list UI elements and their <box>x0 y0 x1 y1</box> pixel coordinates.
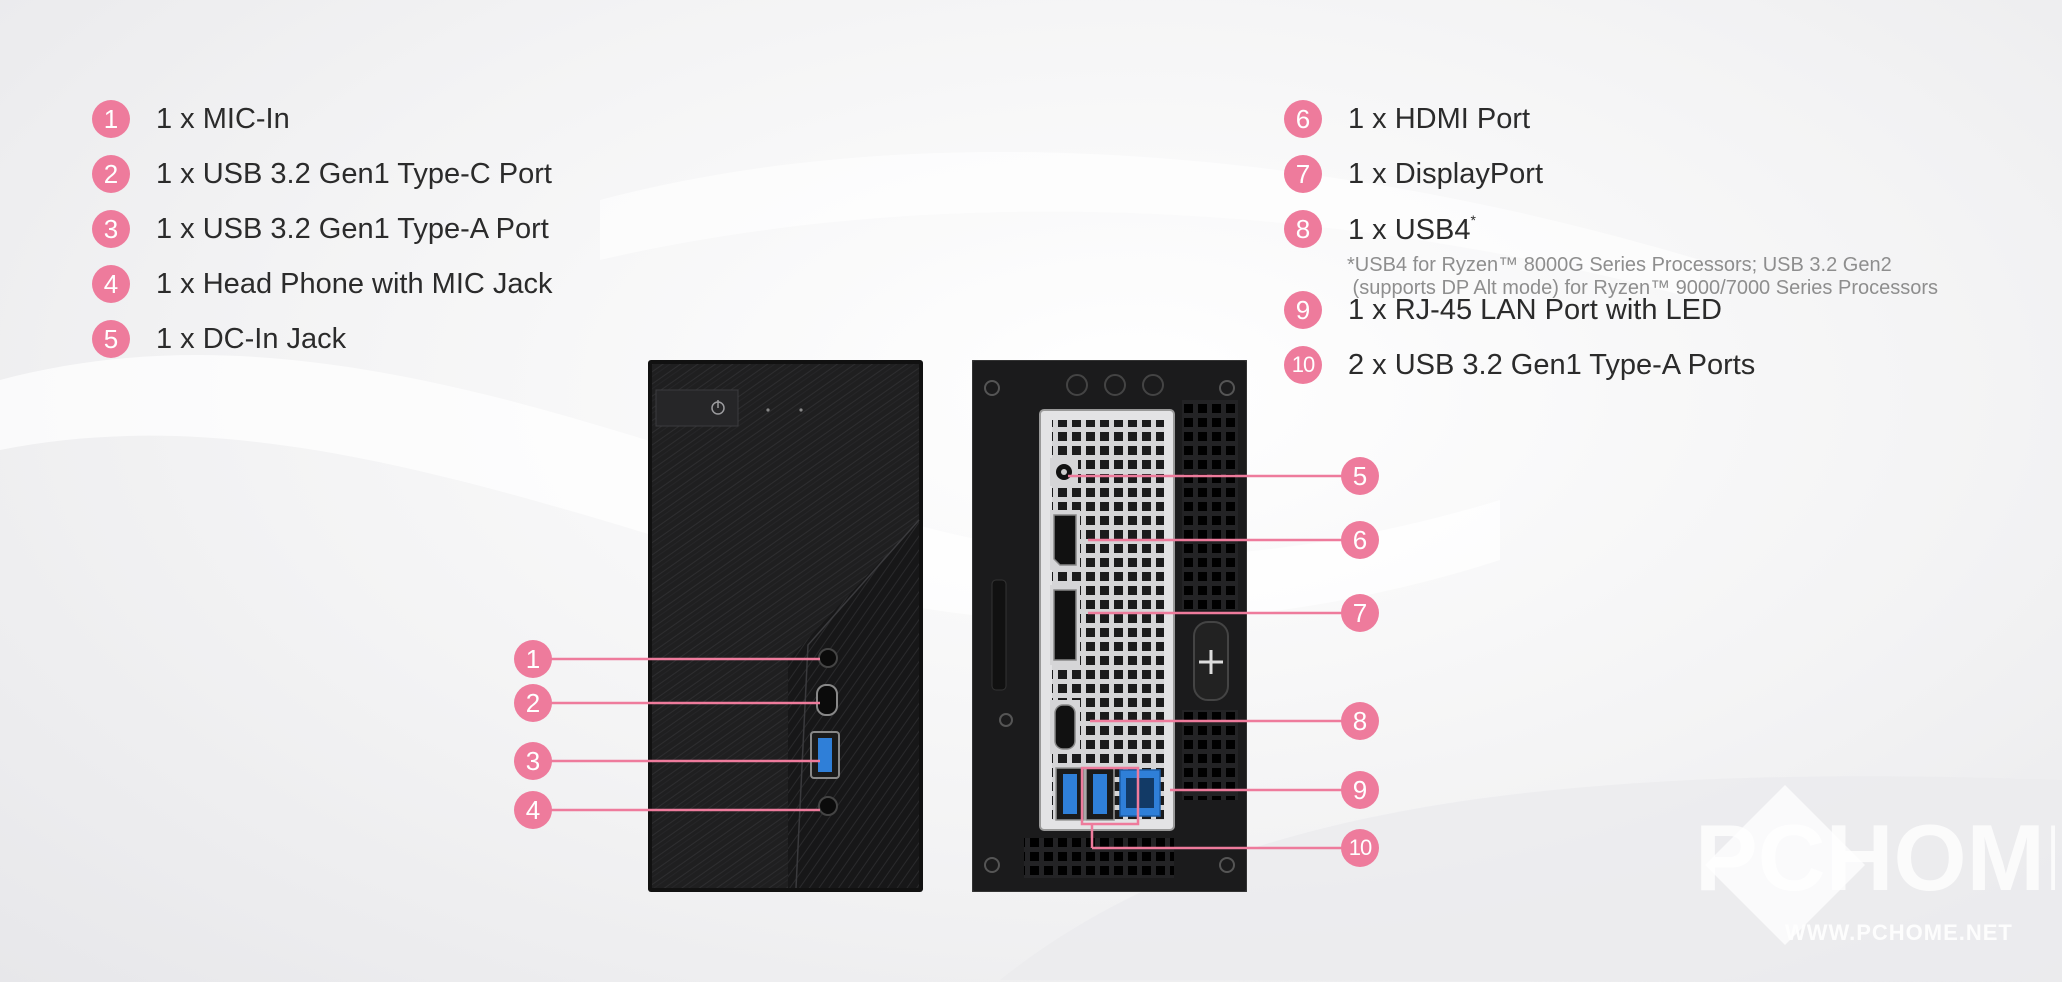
usb4-footnote: *USB4 for Ryzen™ 8000G Series Processors… <box>1347 254 1939 299</box>
spec-label-text: 1 x USB4 <box>1348 213 1471 246</box>
front-panel-image <box>648 360 923 892</box>
front-callout-lines <box>550 657 820 812</box>
callout-badge-4: 4 <box>514 791 552 829</box>
spec-item-usb-type-a-rear: 10 2 x USB 3.2 Gen1 Type-A Ports <box>1284 346 1755 384</box>
spec-label: 1 x USB 3.2 Gen1 Type-C Port <box>156 157 552 190</box>
spec-item-usb-type-c: 2 1 x USB 3.2 Gen1 Type-C Port <box>92 155 553 193</box>
pchome-watermark-logo: PCHOME WWW.PCHOME.NET <box>1695 785 2055 945</box>
rear-ports-spec-list: 6 1 x HDMI Port 7 1 x DisplayPort 8 1 x … <box>1284 100 1755 401</box>
spec-item-usb-type-a: 3 1 x USB 3.2 Gen1 Type-A Port <box>92 210 553 248</box>
spec-item-hdmi: 6 1 x HDMI Port <box>1284 100 1755 138</box>
callout-badge-3: 3 <box>514 742 552 780</box>
number-badge: 5 <box>92 320 130 358</box>
front-ports-spec-list: 1 1 x MIC-In 2 1 x USB 3.2 Gen1 Type-C P… <box>92 100 553 375</box>
number-badge: 2 <box>92 155 130 193</box>
callout-badge-8: 8 <box>1341 702 1379 740</box>
spec-item-displayport: 7 1 x DisplayPort <box>1284 155 1755 193</box>
spec-label: 1 x DisplayPort <box>1348 157 1544 190</box>
spec-label: 1 x HDMI Port <box>1348 102 1531 135</box>
callout-badge-5: 5 <box>1341 457 1379 495</box>
number-badge: 8 <box>1284 210 1322 248</box>
watermark-url: WWW.PCHOME.NET <box>1785 920 2013 945</box>
spec-label: 1 x USB 3.2 Gen1 Type-A Port <box>156 212 549 245</box>
spec-item-usb4: 8 1 x USB4* <box>1284 210 1755 248</box>
spec-item-rj45: 9 1 x RJ-45 LAN Port with LED <box>1284 291 1755 329</box>
number-badge: 3 <box>92 210 130 248</box>
number-badge: 4 <box>92 265 130 303</box>
number-badge: 1 <box>92 100 130 138</box>
footnote-mark: * <box>1470 211 1476 228</box>
rear-panel-image <box>972 360 1247 892</box>
callout-badge-6: 6 <box>1341 521 1379 559</box>
callout-badge-9: 9 <box>1341 771 1379 809</box>
spec-label: 1 x USB4* <box>1348 212 1476 247</box>
spec-label: 1 x MIC-In <box>156 102 290 135</box>
callout-badge-1: 1 <box>514 640 552 678</box>
callout-badge-7: 7 <box>1341 594 1379 632</box>
callout-badge-10: 10 <box>1341 829 1379 867</box>
watermark-logo-text: PCHOME <box>1695 805 2055 910</box>
spec-item-mic-in: 1 1 x MIC-In <box>92 100 553 138</box>
number-badge: 9 <box>1284 291 1322 329</box>
number-badge: 6 <box>1284 100 1322 138</box>
spec-label: 1 x RJ-45 LAN Port with LED <box>1348 293 1722 326</box>
rear-callout-lines <box>1068 474 1350 850</box>
spec-item-dc-in: 5 1 x DC-In Jack <box>92 320 553 358</box>
number-badge: 7 <box>1284 155 1322 193</box>
spec-label: 1 x Head Phone with MIC Jack <box>156 267 553 300</box>
callout-badge-2: 2 <box>514 684 552 722</box>
number-badge: 10 <box>1284 346 1322 384</box>
spec-label: 1 x DC-In Jack <box>156 322 347 355</box>
spec-label: 2 x USB 3.2 Gen1 Type-A Ports <box>1348 348 1756 381</box>
spec-item-headphone-jack: 4 1 x Head Phone with MIC Jack <box>92 265 553 303</box>
